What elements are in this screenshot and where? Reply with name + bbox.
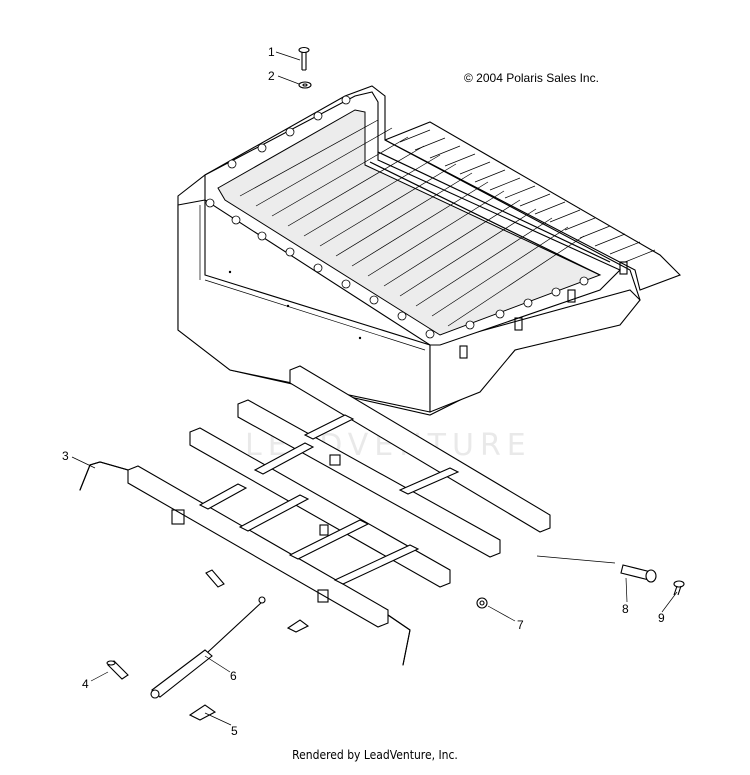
screw xyxy=(673,580,685,596)
callout-4: 4 xyxy=(82,677,89,691)
copyright-text: © 2004 Polaris Sales Inc. xyxy=(464,71,599,85)
callout-5: 5 xyxy=(231,724,238,738)
bolt xyxy=(298,46,310,71)
cargo-box xyxy=(177,85,681,416)
pin xyxy=(106,660,129,680)
gas-strut xyxy=(150,596,266,699)
callout-3: 3 xyxy=(62,449,69,463)
callout-2: 2 xyxy=(268,69,275,83)
callout-1: 1 xyxy=(268,45,275,59)
callout-6: 6 xyxy=(230,669,237,683)
washer xyxy=(298,81,312,89)
callout-7: 7 xyxy=(517,618,524,632)
callout-8: 8 xyxy=(622,602,629,616)
knob xyxy=(476,597,488,609)
box-frame xyxy=(79,365,551,666)
leader-lines xyxy=(71,51,678,726)
cotter-pin xyxy=(188,704,217,721)
footer-credit: Rendered by LeadVenture, Inc. xyxy=(292,748,458,762)
bushing xyxy=(620,564,657,583)
pin xyxy=(205,569,225,588)
callout-9: 9 xyxy=(658,611,665,625)
cotter-pin xyxy=(286,619,310,633)
